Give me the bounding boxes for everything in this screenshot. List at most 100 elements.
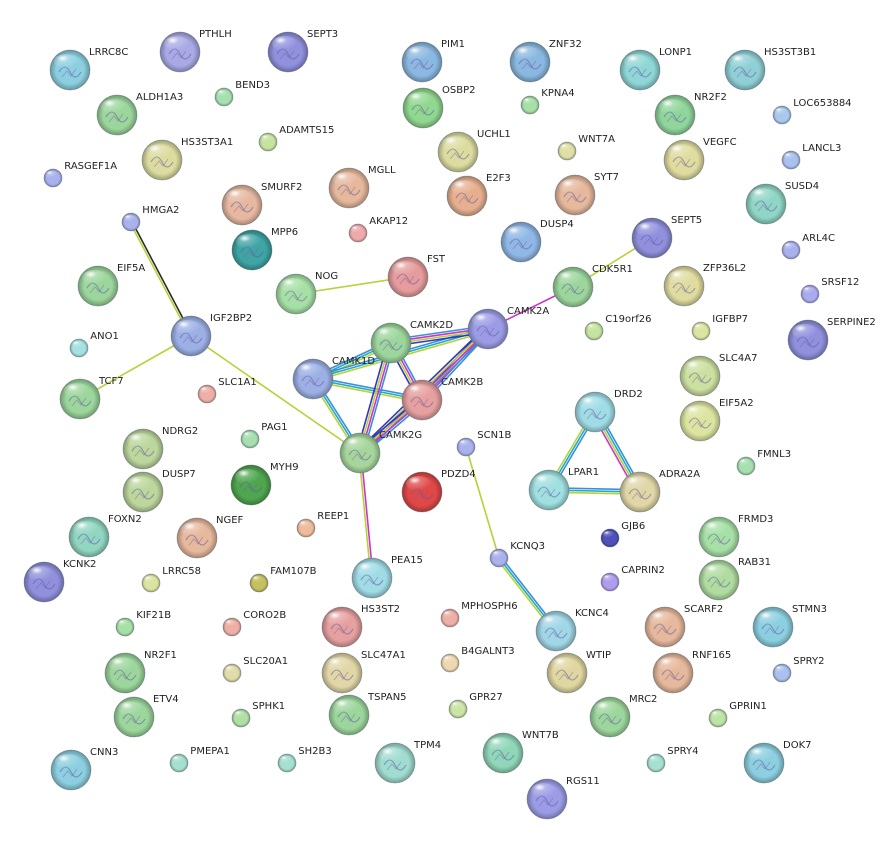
node-b4galnt3[interactable]: B4GALNT3 [440,646,515,673]
node-lrrc58[interactable]: LRRC58 [141,566,201,593]
node-drd2[interactable]: DRD2 [574,389,643,433]
node-uchl1[interactable]: UCHL1 [437,129,511,173]
node-dusp7[interactable]: DUSP7 [122,469,196,513]
node-scarf2[interactable]: SCARF2 [644,604,723,648]
node-igfbp7[interactable]: IGFBP7 [691,314,748,341]
node-wnt7a[interactable]: WNT7A [557,134,615,161]
node-lrrc8c[interactable]: LRRC8C [49,47,128,91]
node-ngef[interactable]: NGEF [176,515,244,559]
node-hmga2[interactable]: HMGA2 [121,205,179,232]
node-spry4[interactable]: SPRY4 [646,746,698,773]
node-cnn3[interactable]: CNN3 [50,747,118,791]
node-reep1[interactable]: REEP1 [296,511,349,538]
node-camk2d[interactable]: CAMK2D [370,320,453,364]
node-loc653884[interactable]: LOC653884 [772,98,852,125]
node-ano1[interactable]: ANO1 [69,331,119,358]
node-hs3st3a1[interactable]: HS3ST3A1 [141,137,233,181]
node-lancl3[interactable]: LANCL3 [781,143,841,170]
node-pim1[interactable]: PIM1 [401,39,465,83]
node-sept5[interactable]: SEPT5 [631,215,702,259]
node-aldh1a3[interactable]: ALDH1A3 [96,92,183,136]
node-srsf12[interactable]: SRSF12 [800,277,859,304]
node-slc47a1[interactable]: SLC47A1 [321,650,406,694]
node-kpna4[interactable]: KPNA4 [520,88,575,115]
node-igf2bp2[interactable]: IGF2BP2 [170,313,252,357]
node-fmnl3[interactable]: FMNL3 [736,449,791,476]
node-gjb6[interactable]: GJB6 [600,521,645,548]
node-coro2b[interactable]: CORO2B [222,610,286,637]
node-serpine2[interactable]: SERPINE2 [787,317,876,361]
node-scn1b[interactable]: SCN1B [456,430,511,457]
node-rnf165[interactable]: RNF165 [652,650,731,694]
node-foxn2[interactable]: FOXN2 [68,514,142,558]
node-pmepa1[interactable]: PMEPA1 [169,746,230,773]
node-lpar1[interactable]: LPAR1 [528,467,599,511]
node-pthlh[interactable]: PTHLH [159,29,232,73]
node-rab31[interactable]: RAB31 [698,557,771,601]
node-kcnk2[interactable]: KCNK2 [23,559,96,603]
node-osbp2[interactable]: OSBP2 [402,85,475,129]
node-lonp1[interactable]: LONP1 [619,47,692,91]
node-sept3[interactable]: SEPT3 [267,29,338,73]
node-mrc2[interactable]: MRC2 [589,694,657,738]
node-fam107b[interactable]: FAM107B [249,566,317,593]
node-susd4[interactable]: SUSD4 [745,181,819,225]
node-cdk5r1[interactable]: CDK5R1 [552,264,633,308]
node-frmd3[interactable]: FRMD3 [698,514,773,558]
node-kcnc4[interactable]: KCNC4 [535,608,609,652]
node-sphk1[interactable]: SPHK1 [231,701,285,728]
node-fst[interactable]: FST [387,254,446,298]
node-camk2a[interactable]: CAMK2A [467,306,549,350]
node-pdzd4[interactable]: PDZD4 [401,469,476,513]
node-camk2g[interactable]: CAMK2G [339,430,422,474]
node-gprin1[interactable]: GPRIN1 [708,701,767,728]
node-myh9[interactable]: MYH9 [230,462,299,506]
node-arl4c[interactable]: ARL4C [781,233,835,260]
node-tpm4[interactable]: TPM4 [374,740,441,784]
node-znf32[interactable]: ZNF32 [509,39,582,83]
node-kcnq3[interactable]: KCNQ3 [489,541,545,568]
node-tcf7[interactable]: TCF7 [59,376,124,420]
node-eif5a2[interactable]: EIF5A2 [679,398,754,442]
node-hs3st2[interactable]: HS3ST2 [321,604,400,648]
node-wtip[interactable]: WTIP [546,650,611,694]
node-rasgef1a[interactable]: RASGEF1A [43,161,117,188]
node-vegfc[interactable]: VEGFC [663,137,737,181]
node-hs3st3b1[interactable]: HS3ST3B1 [724,47,816,91]
node-nr2f1[interactable]: NR2F1 [104,650,177,694]
node-kif21b[interactable]: KIF21B [115,610,171,637]
node-e2f3[interactable]: E2F3 [446,173,511,217]
node-syt7[interactable]: SYT7 [554,172,619,216]
node-stmn3[interactable]: STMN3 [752,604,827,648]
node-etv4[interactable]: ETV4 [113,694,179,738]
node-ndrg2[interactable]: NDRG2 [122,426,198,470]
node-slc1a1[interactable]: SLC1A1 [197,377,257,404]
node-tspan5[interactable]: TSPAN5 [328,692,407,736]
node-mphosph6[interactable]: MPHOSPH6 [440,601,518,628]
node-mgll[interactable]: MGLL [328,165,396,209]
node-spry2[interactable]: SPRY2 [772,656,824,683]
node-bend3[interactable]: BEND3 [214,80,270,107]
node-zfp36l2[interactable]: ZFP36L2 [663,263,746,307]
node-nr2f2[interactable]: NR2F2 [654,92,727,136]
node-mpp6[interactable]: MPP6 [231,227,298,271]
node-c19orf26[interactable]: C19orf26 [584,314,651,341]
node-pag1[interactable]: PAG1 [240,422,287,449]
node-nog[interactable]: NOG [275,271,338,315]
node-pea15[interactable]: PEA15 [351,555,423,599]
node-smurf2[interactable]: SMURF2 [221,182,302,226]
node-caprin2[interactable]: CAPRIN2 [600,565,665,592]
node-rgs11[interactable]: RGS11 [526,776,600,820]
node-adra2a[interactable]: ADRA2A [619,469,700,513]
node-slc4a7[interactable]: SLC4A7 [679,353,757,397]
node-sh2b3[interactable]: SH2B3 [277,746,332,773]
node-dok7[interactable]: DOK7 [743,740,812,784]
node-dusp4[interactable]: DUSP4 [500,219,574,263]
node-adamts15[interactable]: ADAMTS15 [258,125,334,152]
node-camk1d[interactable]: CAMK1D [292,356,375,400]
node-camk2b[interactable]: CAMK2B [401,377,483,421]
node-akap12[interactable]: AKAP12 [348,216,408,243]
node-wnt7b[interactable]: WNT7B [482,730,559,774]
node-eif5a[interactable]: EIF5A [77,263,145,307]
node-gpr27[interactable]: GPR27 [448,692,503,719]
